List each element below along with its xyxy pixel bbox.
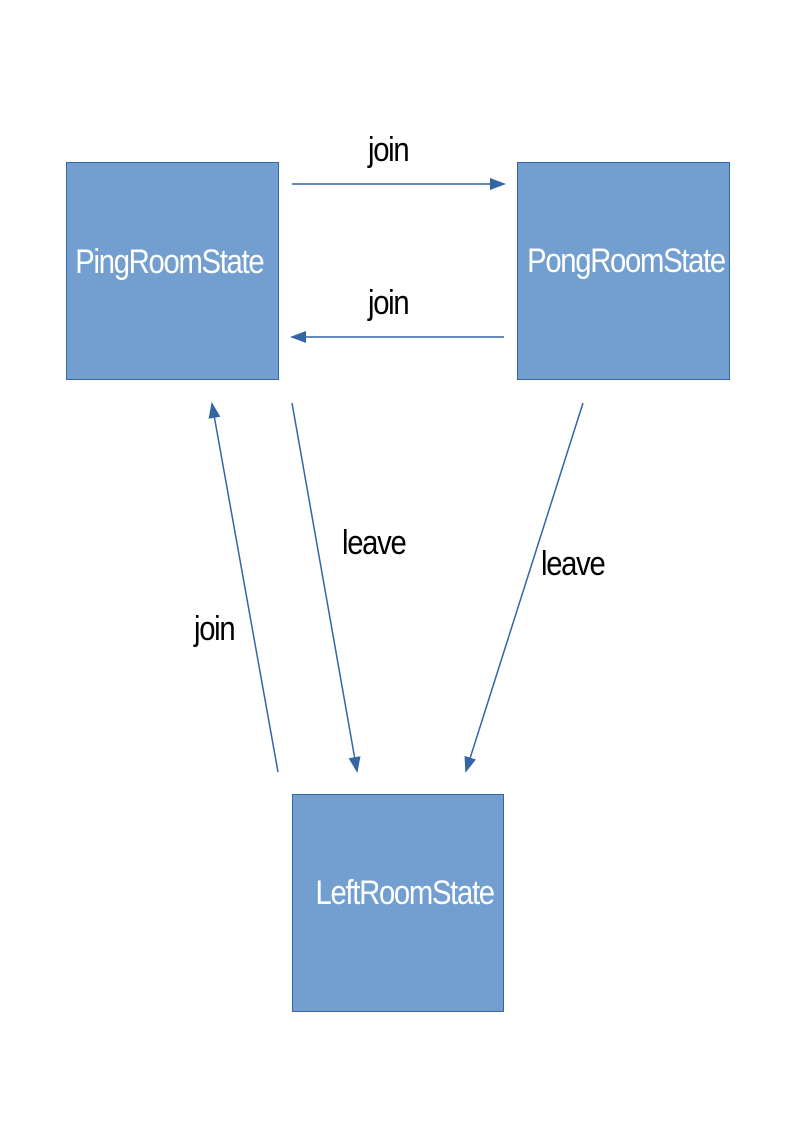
transition-label-pong-to-left: leave — [541, 545, 606, 583]
transition-label-left-to-ping: join — [194, 610, 236, 648]
state-ping-room-label: PingRoomState — [75, 242, 264, 281]
arrow-pong-to-left — [464, 402, 584, 773]
state-left-room: LeftRoomState — [292, 794, 504, 1012]
state-ping-room: PingRoomState — [66, 162, 279, 380]
state-left-room-label: LeftRoomState — [315, 873, 496, 912]
state-pong-room: PongRoomState — [517, 162, 730, 380]
arrow-left-to-ping — [208, 402, 279, 773]
state-pong-room-label: PongRoomState — [526, 241, 726, 280]
transition-label-ping-to-pong: join — [368, 131, 410, 169]
arrow-ping-to-left — [291, 402, 361, 773]
transition-label-pong-to-ping: join — [368, 284, 410, 322]
transition-label-ping-to-left: leave — [342, 524, 407, 562]
